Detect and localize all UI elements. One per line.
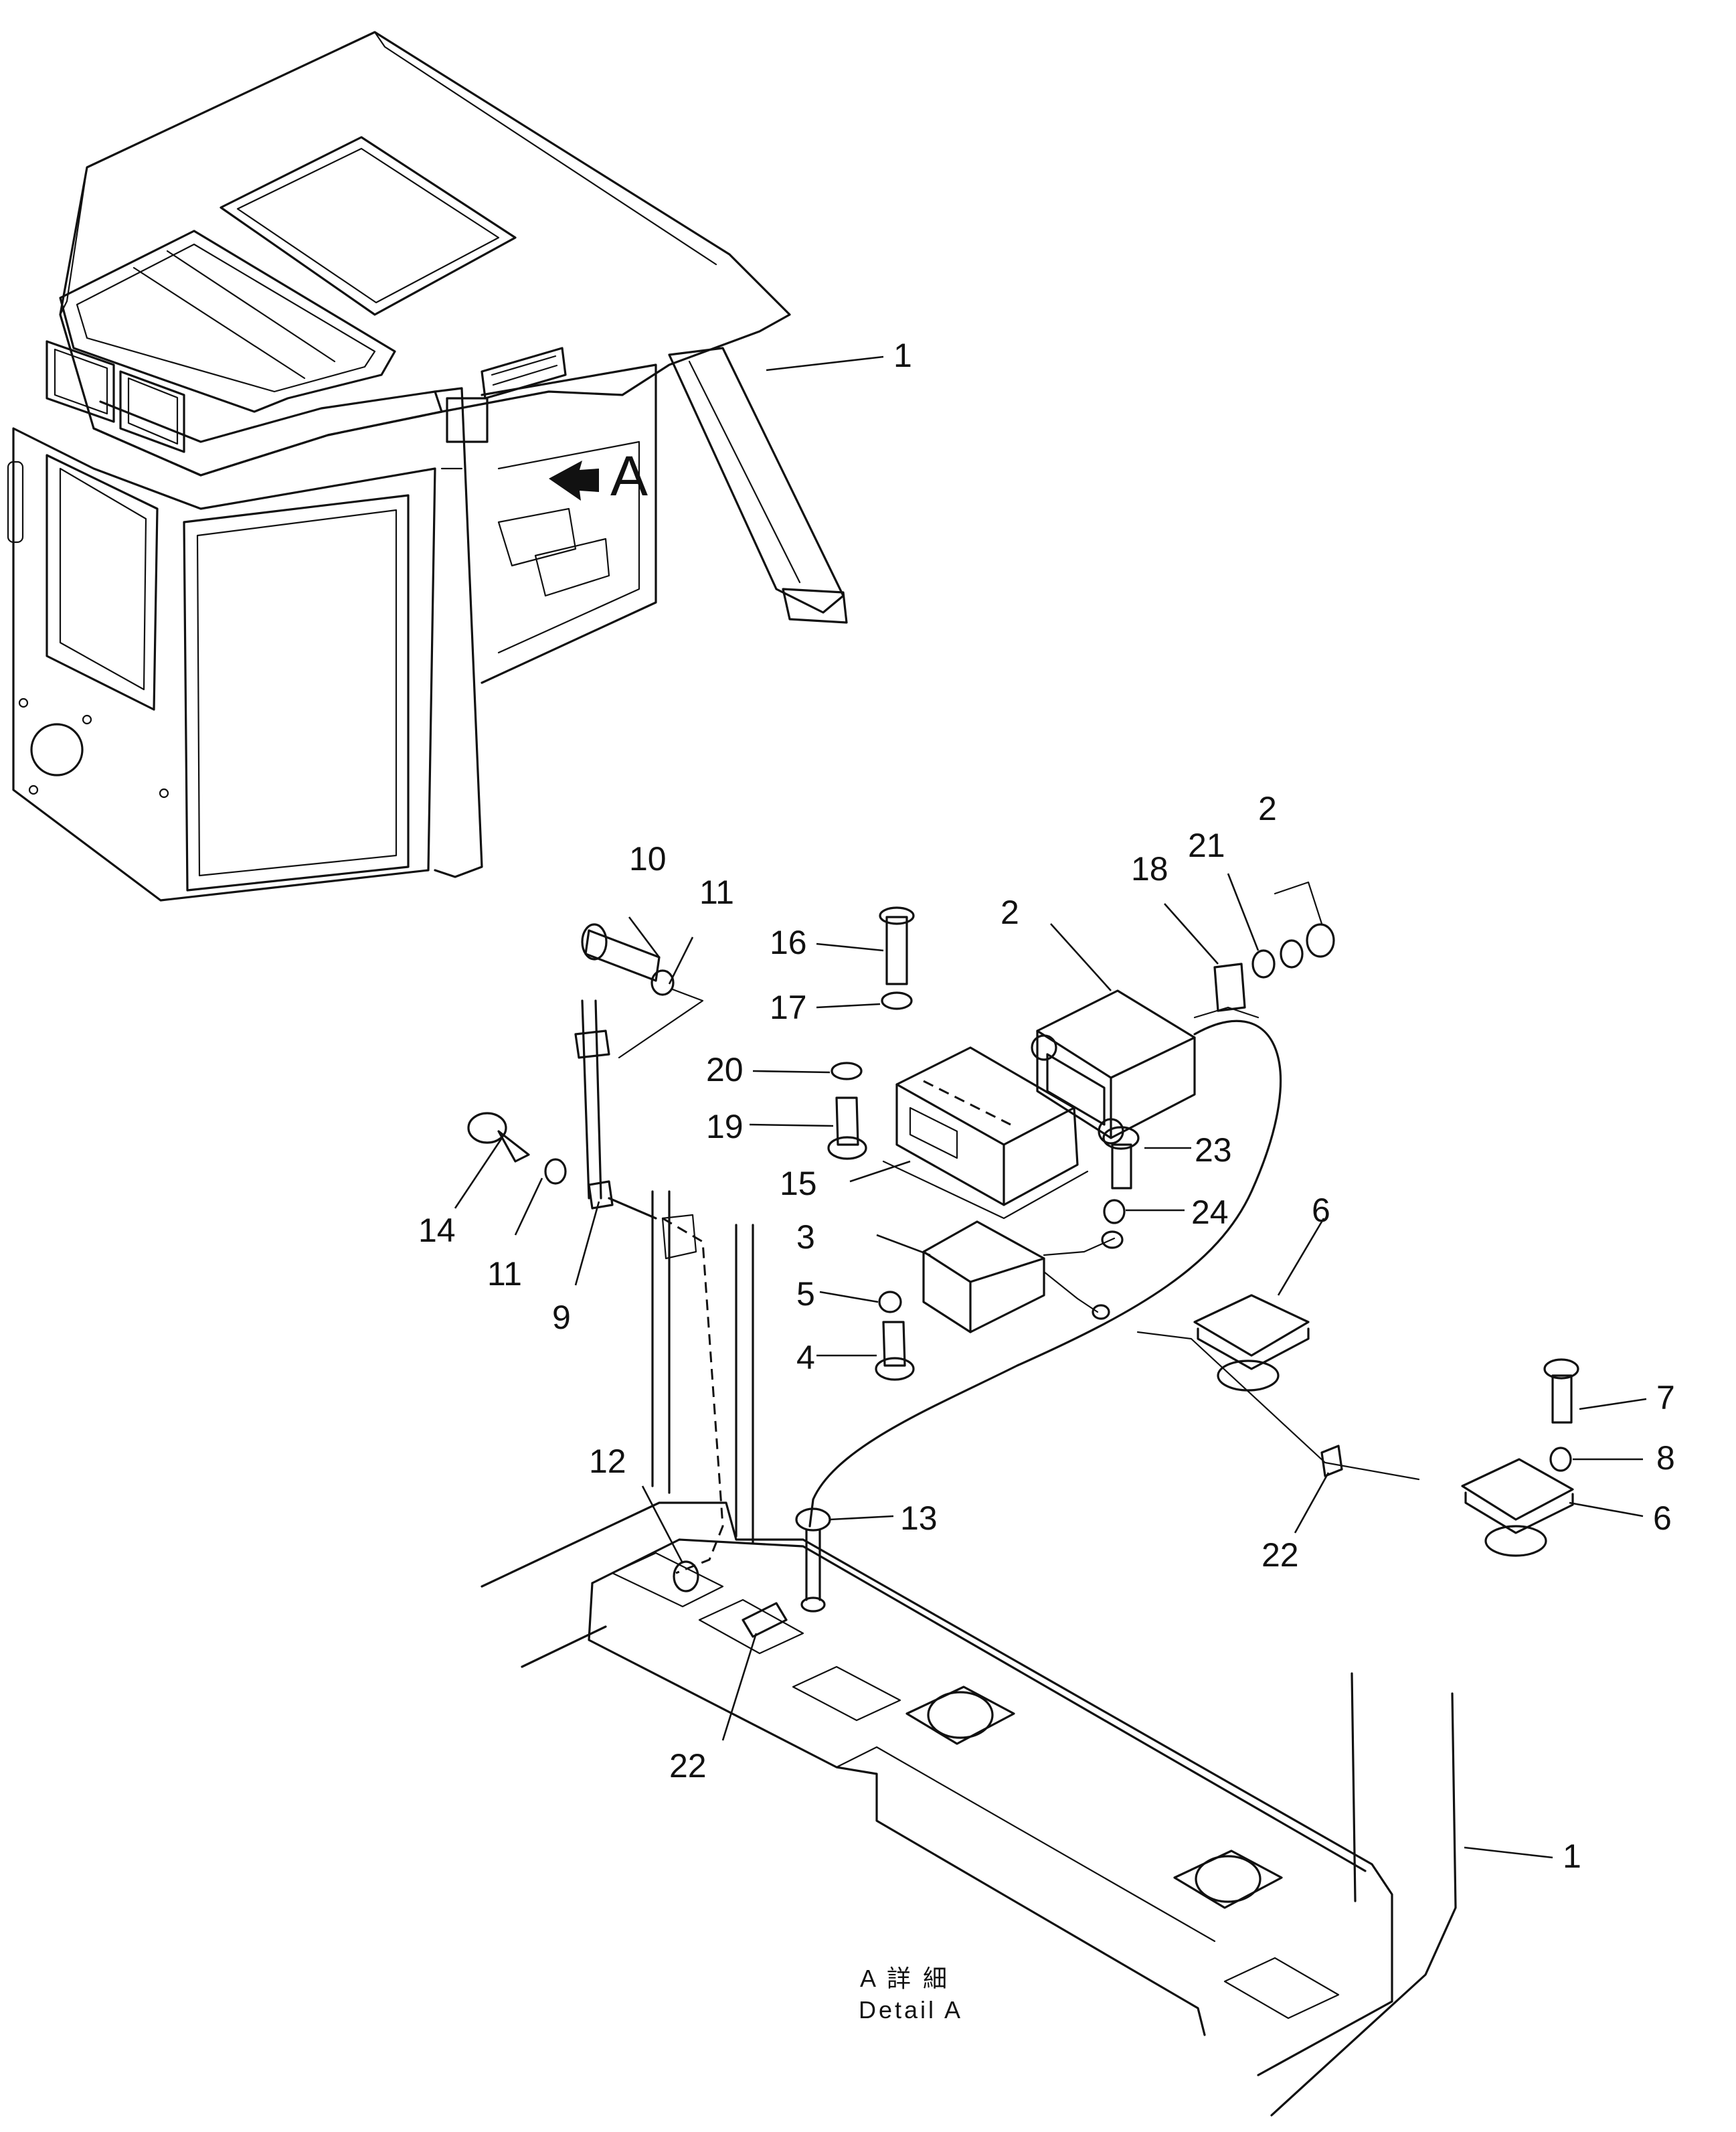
- callout-5: 5: [796, 1275, 815, 1313]
- callout-19: 19: [706, 1108, 744, 1145]
- floor-frame: [481, 1190, 1457, 2117]
- callout-11-upper: 11: [699, 874, 734, 911]
- detail-caption: A 詳 細 Detail A: [859, 1965, 963, 2024]
- callout-9: 9: [552, 1299, 571, 1336]
- callout-7: 7: [1656, 1379, 1675, 1416]
- callout-23: 23: [1195, 1131, 1232, 1169]
- callout-1-top: 1: [893, 337, 912, 374]
- callout-22-right: 22: [1262, 1536, 1299, 1574]
- radio-parts: [467, 881, 1579, 1638]
- callout-6-lower: 6: [1653, 1499, 1672, 1537]
- caption-english: Detail A: [859, 1996, 963, 2024]
- view-label-a: A: [610, 444, 648, 507]
- caption-japanese: A 詳 細: [860, 1965, 950, 1992]
- callout-2-right: 2: [1258, 790, 1277, 827]
- callout-13: 13: [900, 1499, 938, 1537]
- callout-15: 15: [780, 1165, 817, 1202]
- callout-6-upper: 6: [1312, 1192, 1330, 1229]
- view-arrow-a-icon: [549, 461, 599, 501]
- callout-3: 3: [796, 1218, 815, 1256]
- cab-assembly: A: [7, 31, 848, 902]
- callout-21: 21: [1188, 827, 1225, 864]
- callout-12: 12: [589, 1443, 626, 1480]
- callout-11-lower: 11: [487, 1255, 522, 1293]
- callout-1-bottom: 1: [1563, 1837, 1581, 1875]
- callout-2-radio: 2: [1001, 894, 1019, 931]
- callout-18: 18: [1131, 850, 1168, 888]
- callout-24: 24: [1191, 1194, 1229, 1231]
- callout-16: 16: [770, 924, 807, 961]
- callout-labels: 1 1 2 2 3 4 5 6 6 7 8 9 10 11 11 12 13 1…: [418, 337, 1675, 1875]
- callout-14: 14: [418, 1212, 456, 1249]
- leader-lines: [454, 355, 1647, 1859]
- callout-10: 10: [629, 840, 667, 878]
- callout-17: 17: [770, 989, 807, 1026]
- callout-22-bottom: 22: [669, 1747, 707, 1785]
- callout-4: 4: [796, 1339, 815, 1376]
- callout-8: 8: [1656, 1439, 1675, 1477]
- callout-20: 20: [706, 1051, 744, 1088]
